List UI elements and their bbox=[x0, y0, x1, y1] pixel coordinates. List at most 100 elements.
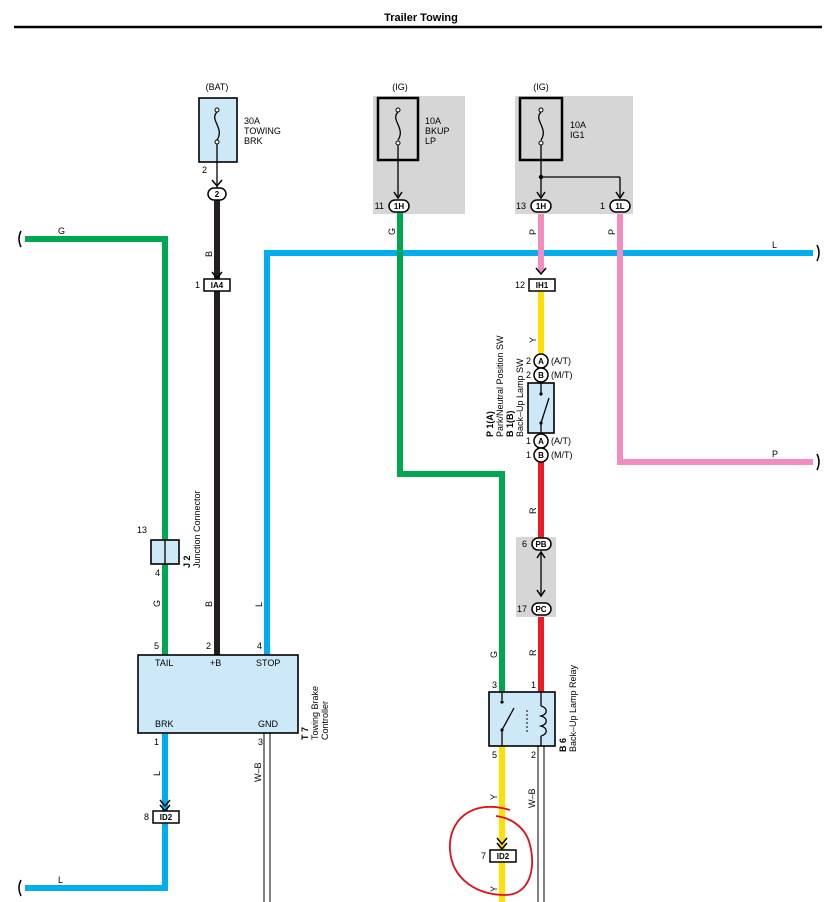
connector-ih1-pin: 12 bbox=[515, 280, 525, 290]
fuse-ig1 bbox=[518, 96, 621, 196]
connector-1h-left-label: 1H bbox=[394, 202, 404, 211]
fuse-ig1-name: IG1 bbox=[570, 130, 585, 140]
connector-1h-left bbox=[388, 199, 410, 213]
junction-label: J 2 Junction Connector bbox=[182, 490, 202, 568]
switch-code1: P 1(A) bbox=[485, 411, 495, 437]
relay-pin-3: 3 bbox=[492, 680, 497, 690]
connector-sw-b-top bbox=[533, 367, 549, 383]
connector-id2-left-pin: 8 bbox=[144, 812, 149, 822]
switch-name2: Back–Up Lamp SW bbox=[515, 358, 525, 437]
connector-sw-b-bot-note: (M/T) bbox=[551, 450, 573, 460]
connector-1h-left-pin: 11 bbox=[375, 201, 384, 211]
controller-name2: Controller bbox=[320, 701, 330, 740]
connector-sw-a-top-label: A bbox=[538, 357, 544, 366]
wire-label-r-sw: R bbox=[528, 507, 538, 514]
break-mark-l-bottom bbox=[18, 879, 22, 897]
red-circle-annotation bbox=[449, 805, 534, 896]
arrow-1l bbox=[615, 191, 625, 200]
wire-label-y-bottom: Y bbox=[489, 886, 499, 892]
connector-1l bbox=[609, 199, 631, 213]
backup-lamp-relay bbox=[488, 691, 556, 747]
connector-pc-label: PC bbox=[535, 605, 546, 614]
connector-ia4 bbox=[203, 278, 231, 292]
arrow-ia4 bbox=[211, 271, 223, 280]
fuse-towing-brk-rating: 30A bbox=[244, 116, 260, 126]
arrow-1h-right bbox=[536, 191, 546, 200]
connector-1h-right bbox=[530, 199, 552, 213]
ig-label-left: (IG) bbox=[392, 82, 408, 92]
wire-label-l-bottom: L bbox=[58, 875, 63, 885]
connector-sw-a-top-note: (A/T) bbox=[551, 356, 571, 366]
wire-label-g-left2: G bbox=[152, 600, 162, 607]
controller-pin-stop: 4 bbox=[257, 641, 262, 651]
wire-blue-brk bbox=[25, 733, 168, 891]
junction-pin-top: 13 bbox=[137, 525, 147, 535]
fuse-bkup-lp-name2: LP bbox=[425, 136, 436, 146]
controller-pin-brk: 1 bbox=[154, 737, 159, 747]
connector-2 bbox=[207, 187, 227, 201]
ig-label-right: (IG) bbox=[533, 82, 549, 92]
connector-pc bbox=[531, 602, 552, 616]
wire-label-g-bkup: G bbox=[387, 228, 397, 235]
connector-sw-a-bot-pin: 1 bbox=[526, 436, 531, 446]
ig1-fuse-shade bbox=[515, 96, 633, 214]
relay-pin-5: 5 bbox=[492, 750, 497, 760]
connector-ih1 bbox=[528, 278, 556, 292]
towing-brake-controller bbox=[137, 654, 299, 734]
connector-sw-b-top-note: (M/T) bbox=[551, 370, 573, 380]
connector-id2-left-label: ID2 bbox=[160, 813, 173, 822]
wire-green-bkup bbox=[397, 212, 505, 692]
connector-id2-right-pin: 7 bbox=[481, 851, 486, 861]
connector-ia4-pin: 1 bbox=[195, 280, 200, 290]
connector-pb-label: PB bbox=[535, 540, 546, 549]
controller-stop: STOP bbox=[256, 658, 280, 668]
controller-pin-gnd: 3 bbox=[258, 737, 263, 747]
wire-label-l-top: L bbox=[772, 240, 777, 250]
wire-label-y-sw: Y bbox=[528, 337, 538, 343]
connector-sw-b-bot-pin: 1 bbox=[526, 450, 531, 460]
connector-1h-right-label: 1H bbox=[536, 202, 546, 211]
wire-label-l-stop: L bbox=[254, 602, 264, 607]
arrow-ih1 bbox=[535, 267, 547, 276]
switch-label: P 1(A) Park/Neutral Position SW B 1(B) B… bbox=[485, 335, 525, 437]
wire-pink-right bbox=[617, 214, 813, 465]
break-mark-g bbox=[18, 230, 22, 248]
pb-pc-link bbox=[536, 550, 546, 598]
connector-sw-b-bot-label: B bbox=[538, 451, 544, 460]
controller-tail: TAIL bbox=[155, 658, 173, 668]
junction-pin-bottom: 4 bbox=[155, 568, 160, 578]
junction-code: J 2 bbox=[182, 555, 192, 568]
fuse-towing-brk-name2: BRK bbox=[244, 136, 263, 146]
controller-code: T 7 bbox=[300, 727, 310, 740]
controller-brk: BRK bbox=[155, 719, 174, 729]
controller-label: T 7 Towing Brake Controller bbox=[300, 686, 330, 740]
bat-label: (BAT) bbox=[206, 82, 229, 92]
break-mark-l bbox=[816, 244, 820, 262]
connector-id2-left bbox=[152, 810, 180, 824]
controller-pin-plus-b: 2 bbox=[206, 641, 211, 651]
relay-pin-2: 2 bbox=[531, 750, 536, 760]
connector-id2-right bbox=[489, 849, 517, 863]
connector-sw-a-top-pin: 2 bbox=[526, 356, 531, 366]
page-title: Trailer Towing bbox=[384, 12, 458, 24]
arrow-id2-right-1 bbox=[496, 837, 508, 846]
connector-id2-right-label: ID2 bbox=[497, 852, 510, 861]
wire-wb-relay bbox=[537, 746, 545, 902]
fuse-ig1-rating: 10A bbox=[570, 120, 586, 130]
wire-label-b-mid2: B bbox=[204, 601, 214, 607]
controller-name1: Towing Brake bbox=[310, 686, 320, 740]
connector-sw-b-top-pin: 2 bbox=[526, 370, 531, 380]
arrow-2 bbox=[211, 179, 223, 188]
fuse-towing-brk-pin: 2 bbox=[202, 165, 207, 175]
wire-label-p-top2: P bbox=[607, 229, 617, 235]
wire-label-g-left: G bbox=[58, 226, 65, 236]
connector-1l-label: 1L bbox=[615, 202, 624, 211]
wire-label-wb-relay: W–B bbox=[527, 788, 537, 808]
arrow-id2-left-1 bbox=[159, 799, 171, 808]
switch-code2: B 1(B) bbox=[505, 410, 515, 437]
connector-ia4-label: IA4 bbox=[211, 281, 224, 290]
backup-lamp-switch bbox=[527, 382, 555, 434]
wire-label-r-relay: R bbox=[528, 649, 538, 656]
fuse-towing-brk-name1: TOWING bbox=[244, 126, 281, 136]
connector-2-label: 2 bbox=[215, 190, 220, 199]
